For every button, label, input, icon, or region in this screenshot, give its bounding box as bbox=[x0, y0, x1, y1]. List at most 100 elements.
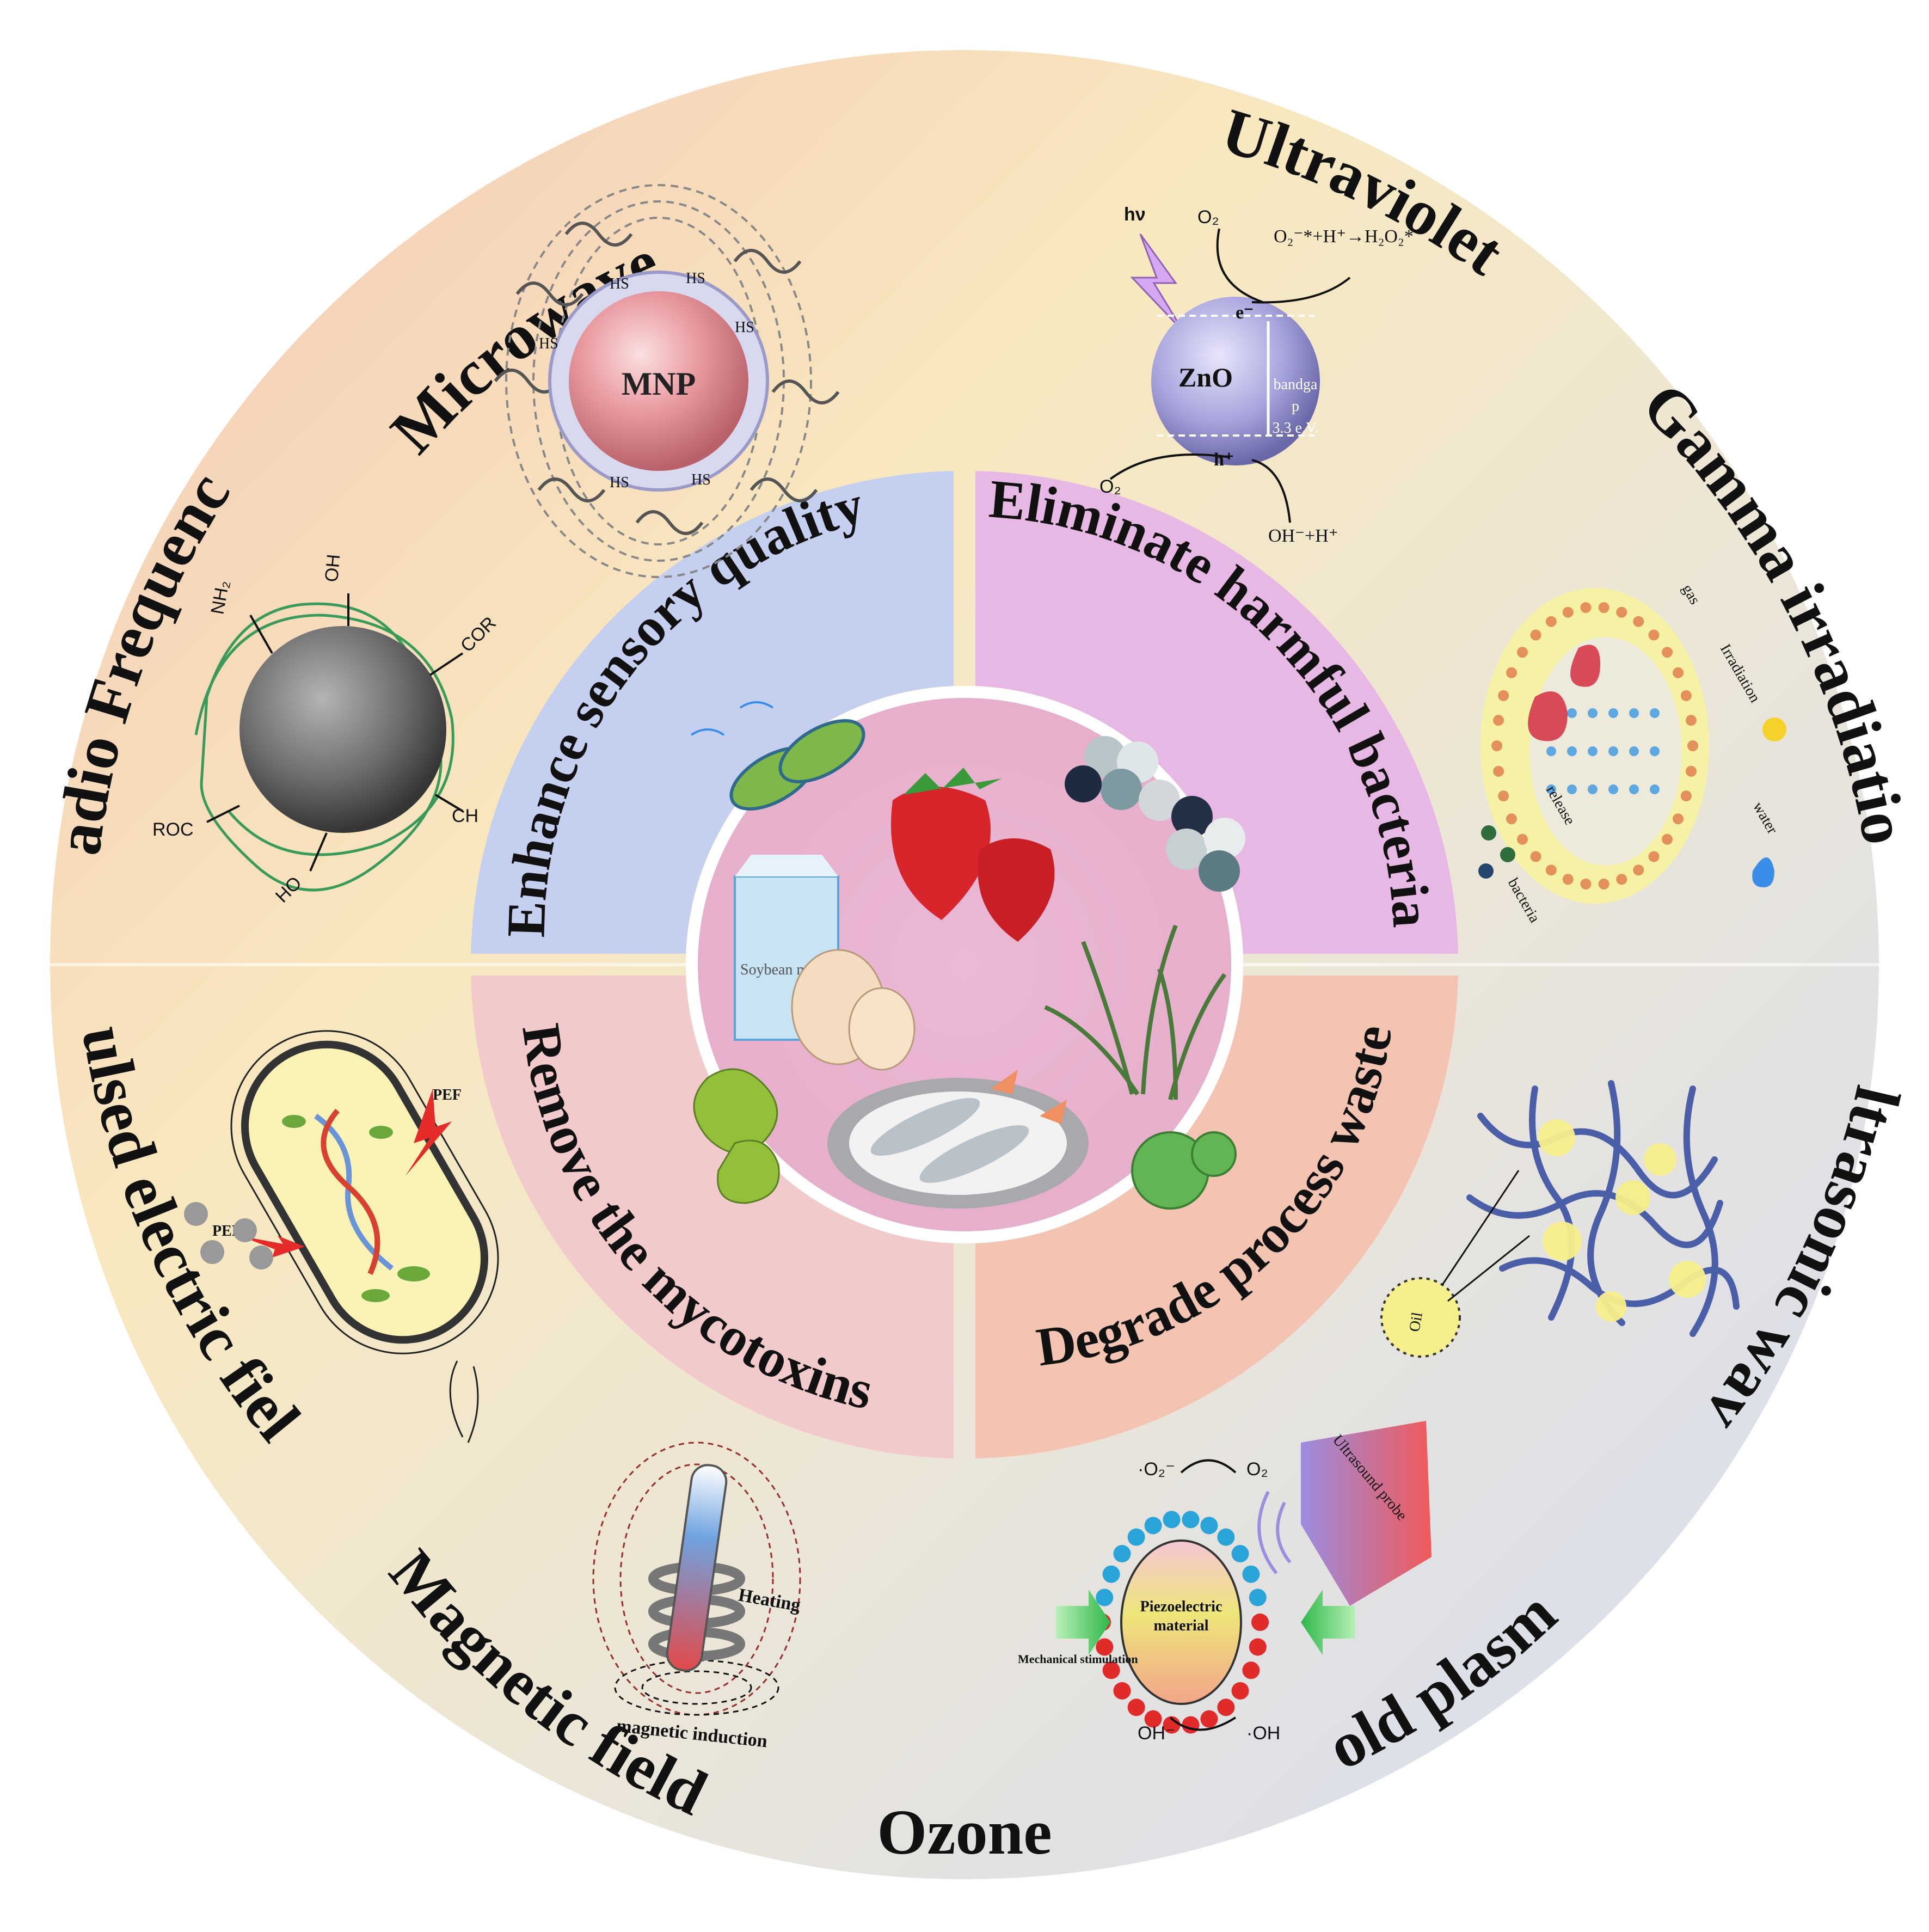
mech-arrow-left bbox=[1056, 1590, 1110, 1655]
gamma-dot bbox=[1506, 813, 1517, 825]
negative-charge bbox=[1200, 1517, 1218, 1535]
hs-label-2: HS bbox=[686, 270, 705, 287]
mechanical-label: Mechanical stimulation bbox=[1018, 1652, 1138, 1666]
gamma-dot bbox=[1530, 851, 1541, 862]
hs-label-5: HS bbox=[610, 474, 629, 491]
oil-droplet bbox=[1380, 1277, 1461, 1358]
negative-charge bbox=[1113, 1545, 1131, 1563]
gamma-dot bbox=[1629, 784, 1639, 794]
negative-charge bbox=[1127, 1528, 1145, 1546]
quadrant-eliminate bbox=[975, 471, 1458, 954]
gamma-dot bbox=[1530, 629, 1541, 641]
positive-charge bbox=[1217, 1698, 1235, 1716]
quadrant-remove bbox=[471, 976, 954, 1458]
hs-label-3: HS bbox=[735, 319, 754, 336]
negative-charge bbox=[1096, 1588, 1114, 1606]
positive-charge bbox=[1249, 1638, 1267, 1656]
gamma-dot bbox=[1546, 784, 1556, 794]
gamma-dot bbox=[1562, 606, 1574, 618]
piezo-material bbox=[1120, 1540, 1242, 1705]
gamma-dot bbox=[1588, 708, 1598, 718]
gamma-dot bbox=[1588, 746, 1598, 756]
mnp-core bbox=[569, 291, 748, 471]
plasma-charges bbox=[1093, 1511, 1269, 1734]
gamma-dot bbox=[1493, 715, 1504, 726]
hs-label-1: HS bbox=[610, 275, 629, 292]
plasma-oh-minus: OH⁻ bbox=[1138, 1723, 1175, 1744]
gamma-dot bbox=[1498, 790, 1509, 802]
gamma-dot bbox=[1650, 708, 1660, 718]
pef-panel: PEF PEF bbox=[184, 1030, 499, 1443]
gamma-dot bbox=[1567, 708, 1577, 718]
bandgap-1: bandga bbox=[1274, 376, 1318, 393]
gamma-dot bbox=[1687, 740, 1698, 751]
bandgap-2: p bbox=[1292, 398, 1299, 415]
uv-o2-top: O₂ bbox=[1197, 207, 1219, 228]
uv-reaction-bottom: OH⁻+H⁺ bbox=[1268, 526, 1338, 546]
gamma-dots bbox=[1491, 602, 1698, 890]
gamma-dot bbox=[1673, 667, 1684, 678]
gamma-dot bbox=[1608, 784, 1618, 794]
gamma-dot bbox=[1598, 602, 1609, 614]
gamma-dot bbox=[1648, 851, 1660, 862]
gamma-cell-inner bbox=[1529, 637, 1682, 866]
negative-charge bbox=[1182, 1511, 1200, 1529]
center-disk bbox=[698, 698, 1231, 1231]
gamma-dot bbox=[1545, 616, 1557, 627]
mycotoxin-cluster-icon bbox=[1065, 736, 1245, 892]
positive-charge bbox=[1127, 1698, 1145, 1716]
piezo-label-2: material bbox=[1153, 1617, 1208, 1634]
hs-label-4: HS bbox=[539, 335, 558, 352]
microwave-panel: MNP HS HS HS HS HS HS bbox=[494, 184, 840, 578]
negative-charge bbox=[1163, 1511, 1181, 1529]
soybean-carton-icon: Soybean milk bbox=[734, 855, 839, 1041]
bacteria-icon-3 bbox=[1478, 863, 1494, 879]
gamma-dot bbox=[1629, 708, 1639, 718]
plasma-o2: O₂ bbox=[1246, 1459, 1268, 1480]
ultrasound-probe bbox=[1301, 1421, 1432, 1606]
gamma-dot bbox=[1662, 647, 1673, 658]
uv-electron: e⁻ bbox=[1236, 303, 1254, 323]
negative-charge bbox=[1249, 1588, 1267, 1606]
gamma-panel: gas Irradiation release water bacteria bbox=[1478, 581, 1786, 926]
ultrasonic-panel: Oil bbox=[1380, 1080, 1740, 1358]
positive-charge bbox=[1200, 1710, 1218, 1728]
zno-label: ZnO bbox=[1178, 362, 1233, 392]
gamma-dot bbox=[1633, 616, 1644, 627]
egg-icon bbox=[791, 949, 916, 1071]
positive-charge bbox=[1231, 1682, 1249, 1700]
gamma-dot bbox=[1662, 833, 1673, 845]
bandgap-3: 3.3 e.V. bbox=[1272, 420, 1318, 437]
rf-roc: ROC bbox=[152, 819, 194, 840]
uv-panel: hν ZnO bandga p 3.3 e.V. O₂ O₂⁻*+H⁺→H₂O₂… bbox=[1099, 204, 1414, 546]
uv-o2-bottom: O₂ bbox=[1099, 476, 1121, 497]
gamma-dot bbox=[1546, 746, 1556, 756]
mech-arrow-right bbox=[1301, 1590, 1355, 1655]
rice-plant-icon bbox=[1044, 924, 1227, 1101]
negative-charge bbox=[1144, 1517, 1162, 1535]
magnetic-panel: Heating magnetic induction bbox=[592, 1442, 802, 1752]
gamma-dot bbox=[1493, 765, 1504, 777]
strawberry-icon bbox=[890, 768, 1055, 942]
gamma-dot bbox=[1650, 784, 1660, 794]
gamma-dot bbox=[1616, 874, 1627, 885]
gamma-dot bbox=[1516, 647, 1528, 658]
meat-icon-2 bbox=[1528, 691, 1568, 741]
test-tube bbox=[666, 1464, 728, 1672]
hs-label-6: HS bbox=[691, 471, 711, 488]
gamma-dot bbox=[1506, 667, 1517, 678]
plasma-oh: ·OH bbox=[1246, 1723, 1280, 1744]
positive-charge bbox=[1113, 1682, 1131, 1700]
quadrant-degrade bbox=[975, 976, 1458, 1458]
bacteria-icon-1 bbox=[1481, 825, 1496, 841]
gamma-dot bbox=[1567, 746, 1577, 756]
bacteria-icon-2 bbox=[1500, 847, 1515, 862]
negative-charge bbox=[1231, 1545, 1249, 1563]
gamma-dot bbox=[1498, 690, 1509, 701]
gamma-dot bbox=[1616, 606, 1627, 618]
uv-reaction-top: O₂⁻*+H⁺→H₂O₂* bbox=[1274, 226, 1414, 247]
negative-charge bbox=[1217, 1528, 1235, 1546]
water-drop-icon bbox=[1752, 857, 1774, 887]
pef-cell bbox=[241, 1040, 488, 1344]
